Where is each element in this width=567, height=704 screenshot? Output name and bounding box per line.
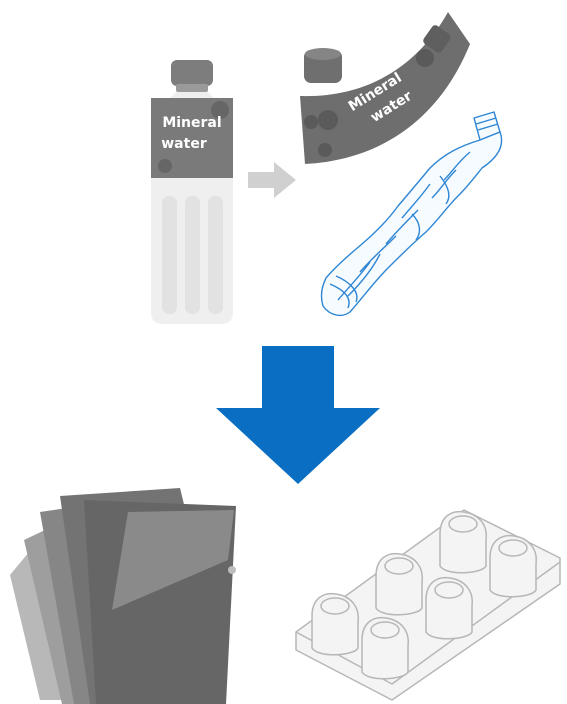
egg-carton-icon bbox=[296, 510, 560, 700]
pet-bottle-icon: Mineral water bbox=[151, 60, 233, 324]
down-arrow-icon bbox=[216, 346, 380, 484]
bottle-label-icon: Mineral water bbox=[300, 12, 470, 164]
clear-folders-icon bbox=[10, 488, 236, 704]
bottle-cap-icon bbox=[304, 48, 342, 83]
small-right-arrow-icon bbox=[248, 162, 296, 198]
bottle-label-line1: Mineral bbox=[162, 115, 221, 131]
bottle-label-line2: water bbox=[161, 136, 207, 152]
